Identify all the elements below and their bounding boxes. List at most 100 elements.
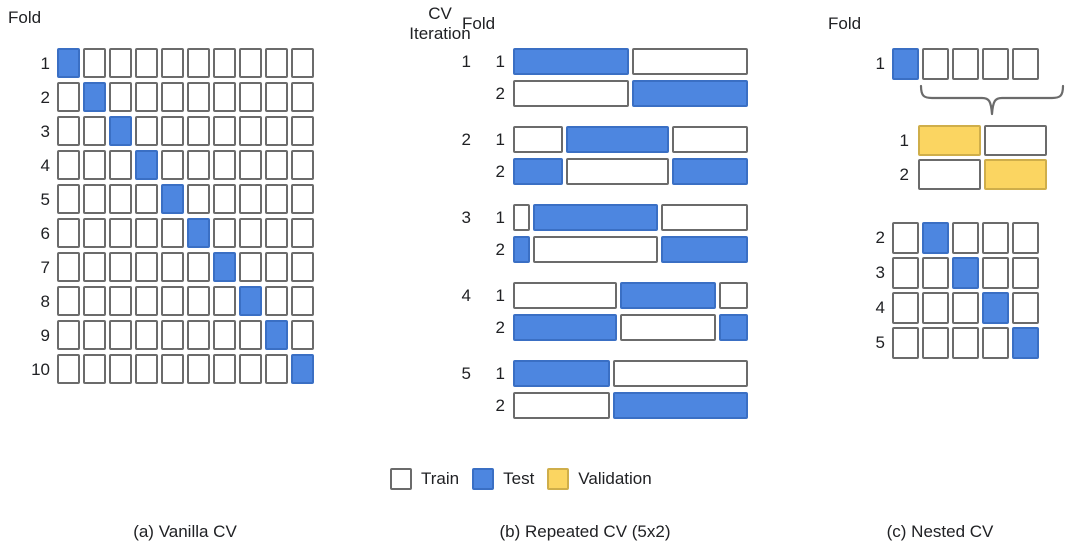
vanilla-cv-train-cell	[135, 116, 158, 146]
panel-a-caption: (a) Vanilla CV	[133, 522, 237, 541]
vanilla-cv-train-cell	[161, 48, 184, 78]
vanilla-cv-train-cell	[57, 218, 80, 248]
vanilla-cv-train-cell	[109, 150, 132, 180]
repeated-cv-iteration-label: 2	[461, 130, 471, 149]
vanilla-cv-train-cell	[187, 116, 210, 146]
vanilla-cv-train-cell	[161, 354, 184, 384]
vanilla-cv-train-cell	[83, 354, 106, 384]
vanilla-cv-train-cell	[213, 150, 236, 180]
nested-cv-validation-cell	[984, 159, 1047, 190]
repeated-cv-fold-label: 1	[495, 364, 505, 383]
panel-b-caption: (b) Repeated CV (5x2)	[499, 522, 671, 541]
repeated-cv-test-segment	[613, 392, 748, 419]
legend-item-test: Test	[472, 468, 534, 490]
repeated-cv-fold-label: 1	[495, 52, 505, 71]
vanilla-cv-train-cell	[135, 252, 158, 282]
repeated-cv-test-segment	[619, 282, 717, 309]
vanilla-cv-train-cell	[265, 116, 288, 146]
vanilla-cv-train-cell	[161, 252, 184, 282]
vanilla-cv-train-cell	[291, 252, 314, 282]
nested-cv-outer-row: 3	[876, 257, 1042, 289]
nested-cv-outer-row-label: 1	[875, 54, 885, 73]
repeated-cv-test-segment	[632, 80, 748, 107]
vanilla-cv-train-cell	[57, 252, 80, 282]
vanilla-cv-train-cell	[291, 116, 314, 146]
repeated-cv-fold-row: 2	[496, 236, 748, 263]
vanilla-cv-row-label: 1	[40, 54, 50, 73]
vanilla-cv-train-cell	[57, 286, 80, 316]
vanilla-cv-train-cell	[161, 286, 184, 316]
nested-cv-test-cell	[982, 292, 1009, 324]
vanilla-cv-train-cell	[187, 354, 210, 384]
vanilla-cv-row: 9	[41, 320, 317, 351]
repeated-cv-test-segment	[513, 236, 530, 263]
vanilla-cv-train-cell	[83, 150, 106, 180]
panel-c-caption: (c) Nested CV	[886, 522, 994, 541]
vanilla-cv-row-label: 2	[40, 88, 50, 107]
vanilla-cv-train-cell	[239, 218, 262, 248]
nested-cv-outer-row: 2	[876, 222, 1042, 254]
vanilla-cv-train-cell	[135, 184, 158, 214]
repeated-cv-test-segment	[719, 314, 748, 341]
vanilla-cv-test-cell	[83, 82, 106, 112]
vanilla-cv-train-cell	[135, 320, 158, 350]
vanilla-cv-train-cell	[265, 252, 288, 282]
repeated-cv-iteration: 3 1 2	[462, 204, 748, 263]
nested-cv-train-cell	[982, 222, 1009, 254]
nested-cv-outer-row-label: 4	[875, 298, 885, 317]
nested-cv-outer-row: 1	[876, 48, 1042, 80]
vanilla-cv-train-cell	[291, 320, 314, 350]
vanilla-cv-train-cell	[57, 82, 80, 112]
vanilla-cv-train-cell	[265, 218, 288, 248]
vanilla-cv-train-cell	[213, 116, 236, 146]
nested-cv-train-cell	[892, 257, 919, 289]
nested-cv-train-cell	[892, 222, 919, 254]
vanilla-cv-train-cell	[265, 184, 288, 214]
vanilla-cv-test-cell	[213, 252, 236, 282]
vanilla-cv-train-cell	[83, 184, 106, 214]
vanilla-cv-train-cell	[83, 252, 106, 282]
repeated-cv-fold-row: 1	[496, 204, 748, 231]
vanilla-cv-row: 6	[41, 218, 317, 249]
vanilla-cv-train-cell	[213, 320, 236, 350]
vanilla-cv-test-cell	[291, 354, 314, 384]
legend-label-test: Test	[503, 469, 535, 488]
nested-cv-outer-row: 5	[876, 327, 1042, 359]
vanilla-cv-train-cell	[57, 116, 80, 146]
repeated-cv-fold-row: 1	[496, 126, 748, 153]
vanilla-cv-train-cell	[265, 82, 288, 112]
repeated-cv-iteration-label: 3	[461, 208, 471, 227]
nested-cv-inner-row-label: 1	[899, 131, 909, 150]
vanilla-cv-row: 3	[41, 116, 317, 147]
vanilla-cv-train-cell	[109, 286, 132, 316]
repeated-cv-fold-row: 2	[496, 314, 748, 341]
repeated-cv-train-segment	[513, 282, 617, 309]
vanilla-cv-row: 4	[41, 150, 317, 181]
vanilla-cv-train-cell	[109, 252, 132, 282]
vanilla-cv-train-cell	[161, 150, 184, 180]
repeated-cv-train-segment	[513, 80, 629, 107]
vanilla-cv-train-cell	[291, 184, 314, 214]
legend-swatch-val	[547, 468, 570, 490]
repeated-cv-train-segment	[660, 204, 748, 231]
vanilla-cv-train-cell	[57, 320, 80, 350]
vanilla-cv-train-cell	[213, 48, 236, 78]
nested-cv-train-cell	[952, 292, 979, 324]
nested-cv-train-cell	[982, 327, 1009, 359]
vanilla-cv-train-cell	[83, 48, 106, 78]
vanilla-cv-row-label: 10	[31, 360, 50, 379]
nested-cv-outer-row-label: 2	[875, 228, 885, 247]
nested-cv-train-cell	[922, 327, 949, 359]
vanilla-cv-train-cell	[213, 218, 236, 248]
vanilla-cv-row-label: 9	[40, 326, 50, 345]
nested-cv-train-cell	[922, 48, 949, 80]
vanilla-cv-train-cell	[83, 218, 106, 248]
nested-cv-outer-top-grid: 1	[876, 48, 1042, 83]
vanilla-cv-train-cell	[109, 82, 132, 112]
